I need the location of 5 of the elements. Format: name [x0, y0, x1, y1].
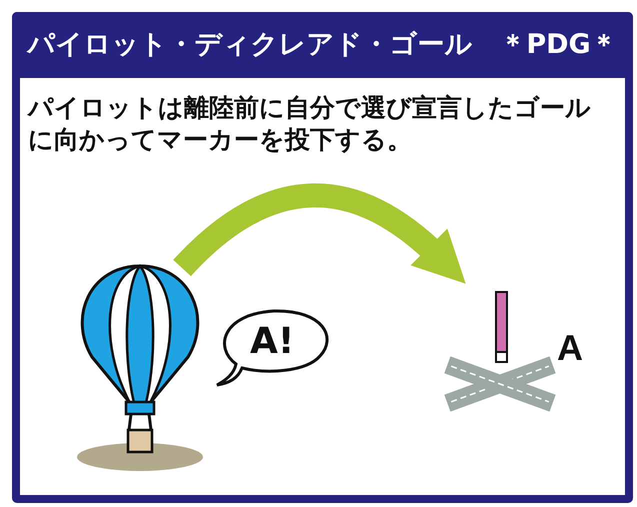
goal-letter: A [557, 328, 583, 368]
description-text: パイロットは離陸前に自分で選び宣言したゴールに向かってマーカーを投下する。 [28, 92, 592, 156]
bubble-text: A! [250, 322, 294, 362]
title-bar: パイロット・ディクレアド・ゴール ＊PDG＊ [12, 12, 633, 78]
curved-arrow [173, 184, 467, 283]
